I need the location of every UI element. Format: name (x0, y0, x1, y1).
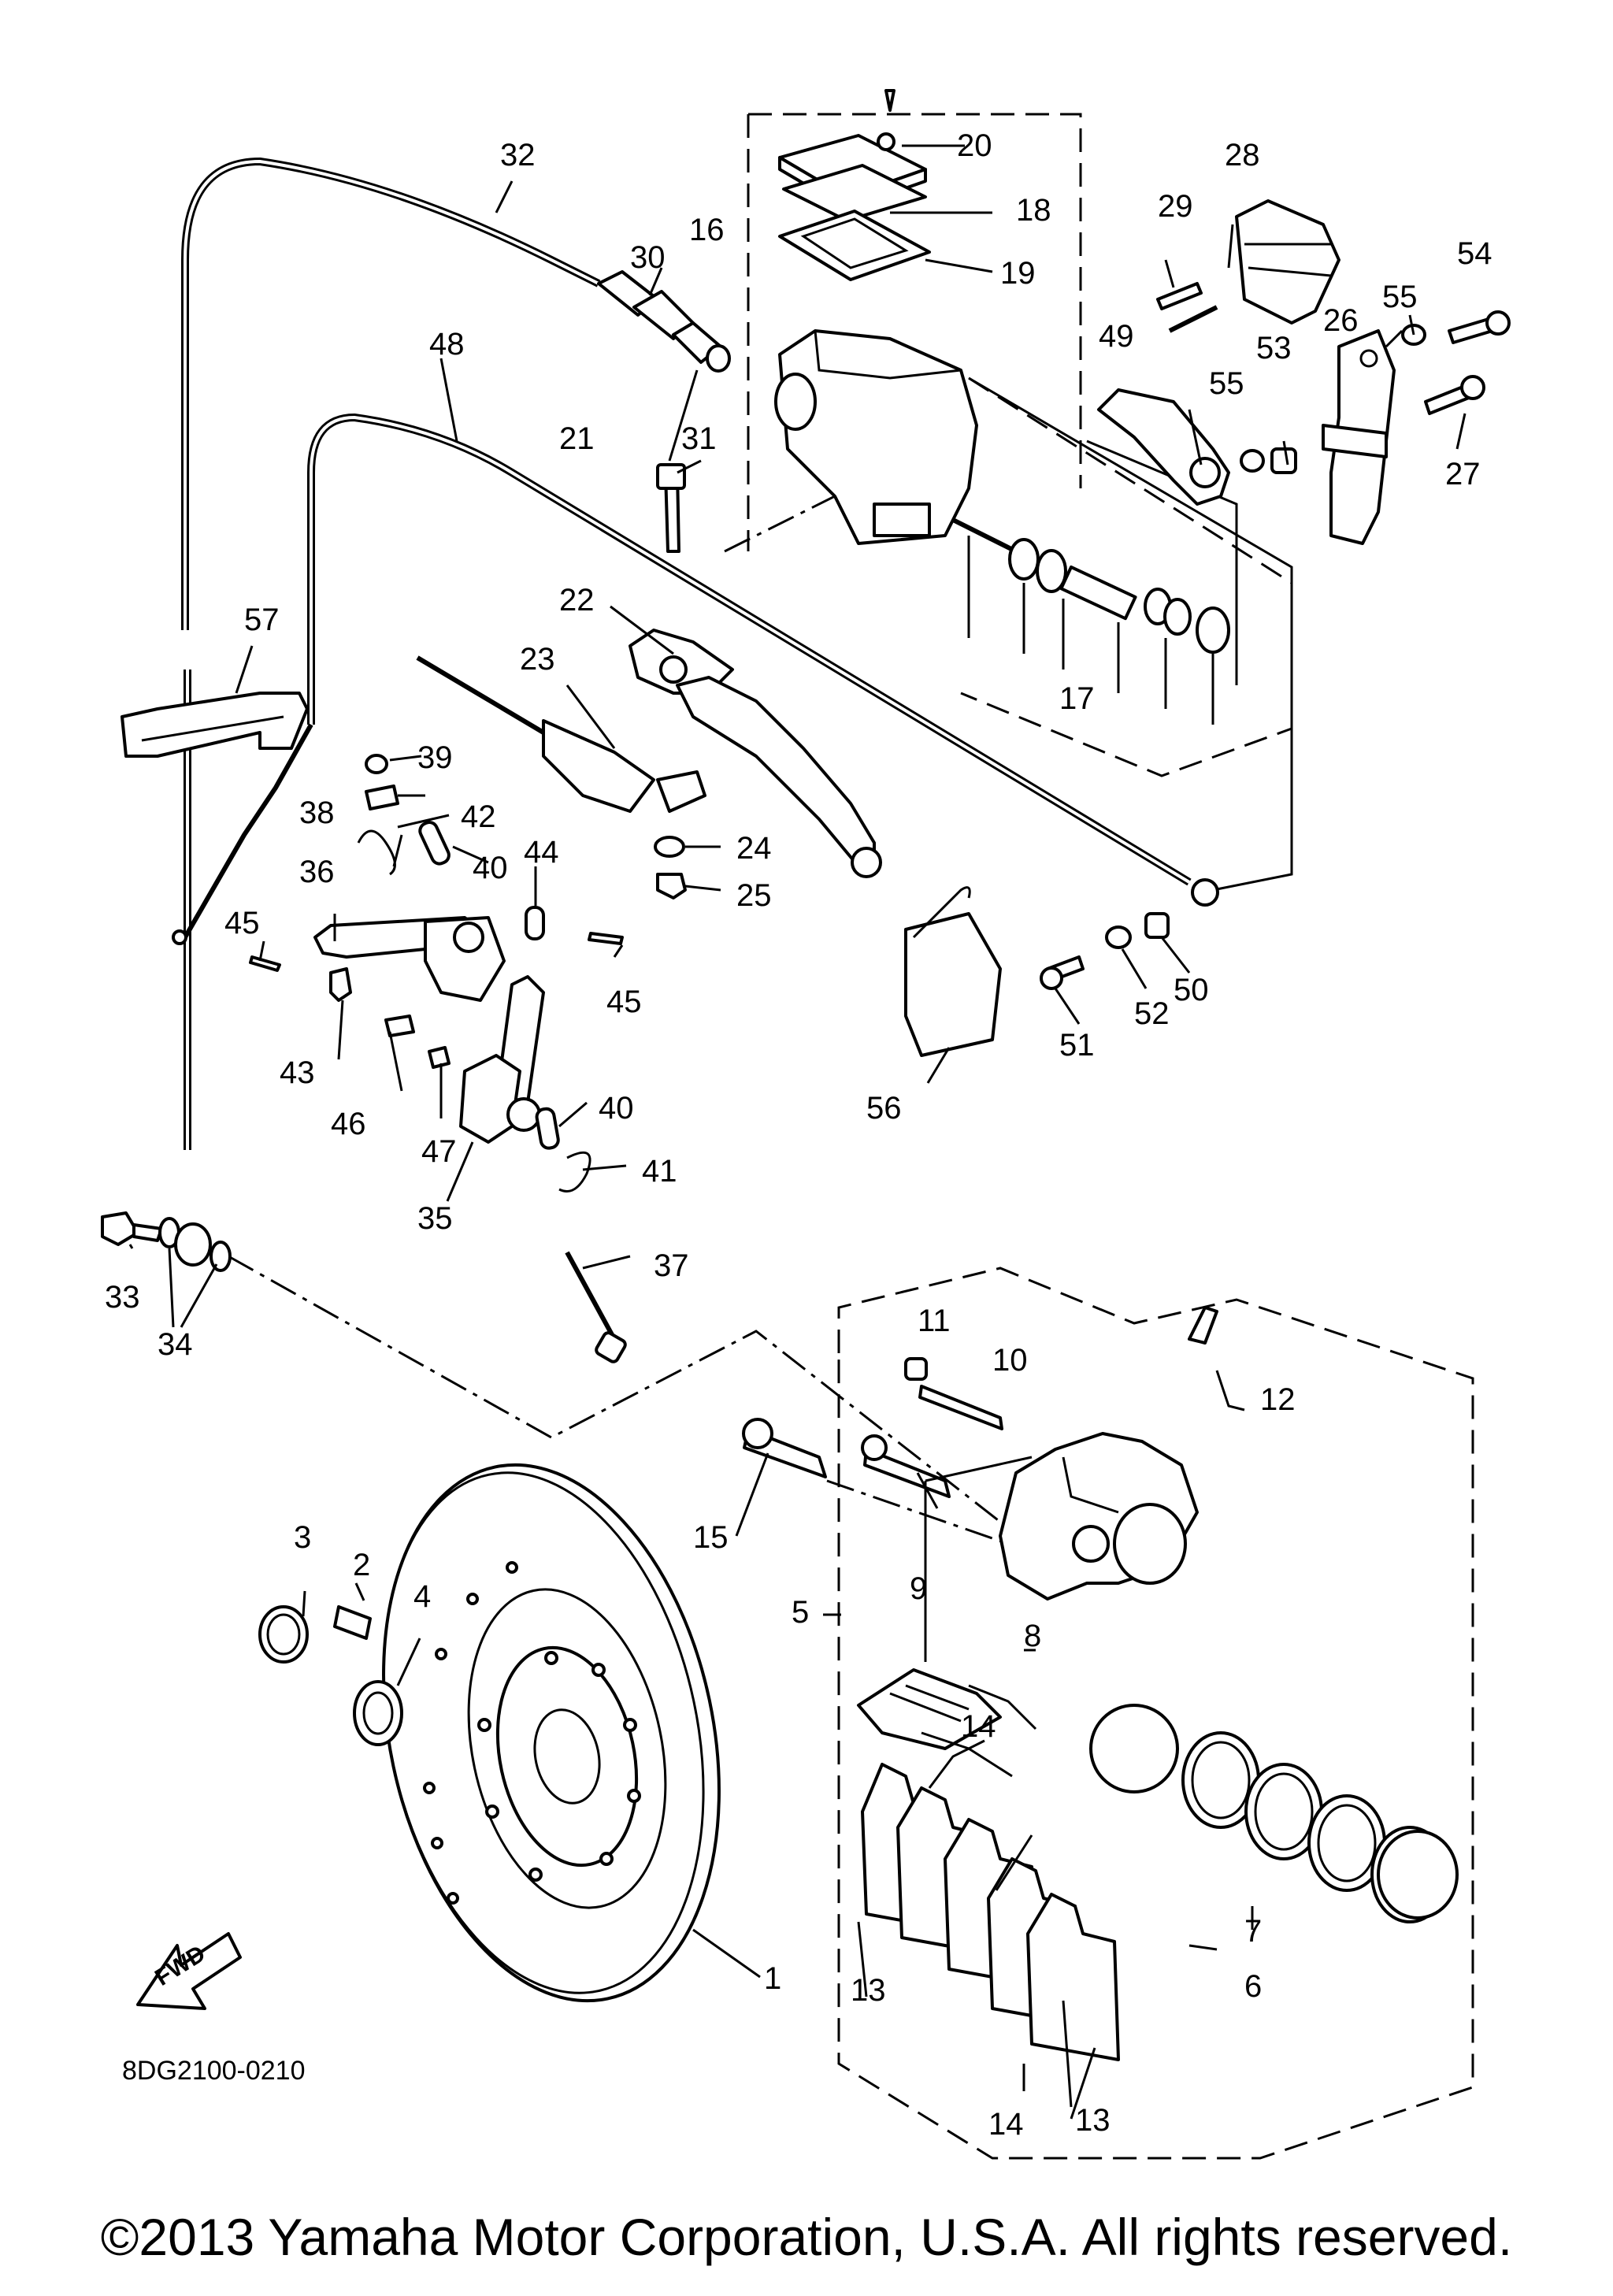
callout-37: 37 (654, 1248, 689, 1283)
copyright-notice: ©2013 Yamaha Motor Corporation, U.S.A. A… (100, 2208, 1513, 2266)
callout-36: 36 (299, 855, 335, 889)
callout-53: 53 (1256, 331, 1292, 365)
callout-29: 29 (1158, 189, 1193, 224)
callout-13-right: 13 (1075, 2103, 1111, 2138)
callout-46: 46 (331, 1107, 366, 1141)
brake-disc-1 (382, 1463, 721, 2003)
callout-38: 38 (299, 796, 335, 830)
small-parts-24-25 (654, 770, 706, 899)
callout-1: 1 (764, 1961, 781, 1996)
callout-40-bottom: 40 (599, 1091, 634, 1126)
disc-small-parts (258, 1605, 403, 1746)
callout-48: 48 (429, 327, 465, 362)
callout-47: 47 (421, 1134, 457, 1169)
callout-20: 20 (957, 128, 992, 163)
callout-45-left: 45 (224, 906, 260, 940)
callout-30: 30 (630, 240, 666, 275)
callout-14-top: 14 (961, 1709, 996, 1744)
union-bolt-33-34 (101, 1211, 232, 1272)
inner-cable-23 (416, 655, 655, 813)
callout-7: 7 (1244, 1914, 1262, 1949)
callout-32: 32 (500, 138, 536, 172)
callout-17: 17 (1059, 681, 1095, 716)
callout-52: 52 (1134, 996, 1170, 1031)
callout-18: 18 (1016, 193, 1051, 228)
linkage-small-parts (249, 754, 627, 1363)
callout-23: 23 (520, 642, 555, 677)
callout-21: 21 (559, 421, 595, 456)
callout-11: 11 (918, 1304, 951, 1338)
callout-42: 42 (461, 799, 496, 834)
callout-50: 50 (1174, 973, 1209, 1007)
callout-27: 27 (1445, 457, 1481, 491)
caliper-pistons-seals (1089, 1704, 1459, 1923)
drawing-code: 8DG2100-0210 (122, 2056, 306, 2086)
hose-fittings-30-31 (597, 270, 731, 373)
callout-40-top: 40 (473, 851, 508, 885)
callout-12: 12 (1260, 1382, 1296, 1417)
callout-2: 2 (353, 1548, 370, 1582)
pad-spring-9 (857, 1668, 1002, 1750)
callout-16: 16 (689, 213, 725, 247)
callout-4: 4 (413, 1579, 431, 1614)
hose-clamp-57 (121, 692, 309, 758)
callout-57: 57 (244, 603, 280, 637)
master-cylinder-body (774, 329, 978, 545)
callout-55-right: 55 (1382, 280, 1418, 314)
pad-shim-56 (904, 886, 1002, 1057)
callout-43: 43 (280, 1055, 315, 1090)
brake-lever-35 (459, 975, 545, 1144)
callout-3: 3 (294, 1520, 311, 1555)
callout-5: 5 (792, 1595, 809, 1630)
callout-15: 15 (693, 1520, 729, 1555)
callout-labels: 1 2 3 4 5 6 7 8 9 10 11 12 13 13 14 14 1… (105, 128, 1492, 2142)
callout-45-right: 45 (606, 985, 642, 1019)
small-fasteners-upper (656, 89, 1511, 553)
callout-35: 35 (417, 1201, 453, 1236)
callout-25: 25 (736, 878, 772, 913)
callout-14-bottom: 14 (988, 2107, 1024, 2142)
callout-56: 56 (866, 1091, 902, 1126)
fwd-arrow: FWD (136, 1932, 242, 2010)
brake-pedal-49 (1097, 388, 1230, 506)
callout-49: 49 (1099, 319, 1134, 354)
callout-13-left: 13 (851, 1973, 886, 2008)
brake-caliper-5 (999, 1432, 1199, 1601)
callout-8: 8 (1024, 1619, 1041, 1653)
brake-pads (861, 1763, 1120, 2061)
callout-28: 28 (1225, 138, 1260, 172)
brake-lever-36 (313, 916, 506, 1002)
caliper-group-outline (837, 1267, 1474, 2160)
callout-9: 9 (910, 1571, 927, 1606)
callout-55-left: 55 (1209, 366, 1244, 401)
callout-41: 41 (642, 1154, 677, 1189)
brake-cable-48 (172, 413, 1219, 945)
callout-33: 33 (105, 1280, 140, 1315)
callout-44: 44 (524, 835, 559, 870)
callout-31: 31 (681, 421, 717, 456)
master-cylinder-piston-kit (951, 517, 1230, 725)
callout-19: 19 (1000, 256, 1036, 291)
master-cylinder-cap (778, 132, 931, 281)
callout-6: 6 (1244, 1969, 1262, 2004)
leader-lines (128, 144, 1467, 2120)
brake-lever-22 (629, 629, 882, 878)
callout-34: 34 (158, 1327, 193, 1362)
pipe-routing-lines (228, 376, 1293, 1545)
callout-22: 22 (559, 583, 595, 618)
callout-54: 54 (1457, 236, 1492, 271)
brake-pedal-bracket (1322, 329, 1396, 545)
rear-brake-switch-28 (1168, 199, 1340, 333)
callout-10: 10 (992, 1343, 1028, 1378)
callout-24: 24 (736, 831, 772, 866)
callout-26: 26 (1323, 303, 1359, 338)
callout-51: 51 (1059, 1028, 1095, 1063)
callout-39: 39 (417, 740, 453, 775)
small-parts-50-52 (1040, 912, 1170, 990)
caliper-bolts (742, 1306, 1218, 1498)
